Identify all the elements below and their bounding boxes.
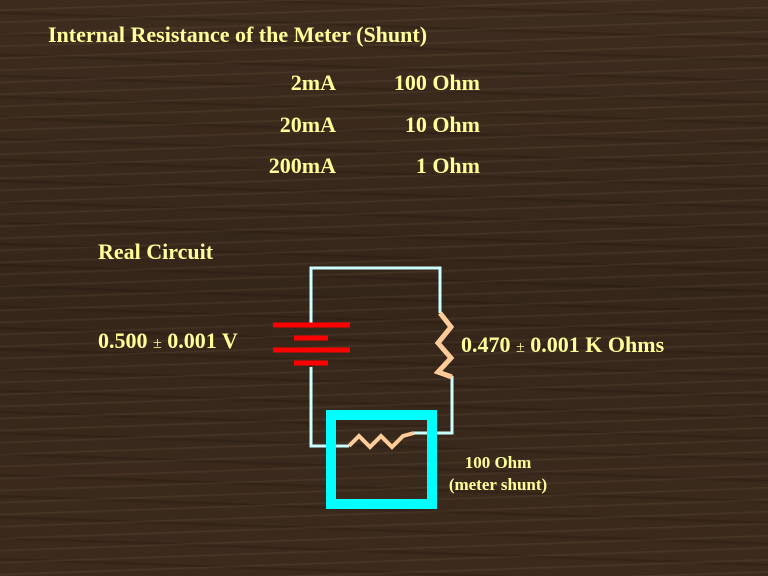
slide-title: Internal Resistance of the Meter (Shunt)	[48, 22, 428, 47]
shunt-resistor-icon	[347, 431, 415, 450]
shunt-description: (meter shunt)	[448, 475, 548, 494]
range-current: 20mA	[279, 112, 336, 137]
battery-icon	[273, 322, 350, 366]
plus-minus: ±	[516, 339, 525, 356]
wire-top	[309, 266, 442, 323]
resistor-icon	[433, 311, 455, 380]
range-current: 2mA	[290, 70, 336, 95]
battery-label: 0.500 ± 0.001 V	[98, 328, 238, 354]
shunt-value: 100 Ohm	[464, 453, 532, 472]
wires	[309, 266, 454, 448]
range-resistance: 100 Ohm	[393, 70, 480, 95]
wire-right-bottom	[414, 376, 454, 435]
circuit-heading: Real Circuit	[98, 239, 214, 264]
range-resistance: 10 Ohm	[404, 112, 480, 137]
range-current: 200mA	[268, 153, 336, 178]
battery-value: 0.500	[98, 328, 148, 353]
wire-left-bottom	[309, 367, 349, 448]
shunt-label: 100 Ohm (meter shunt)	[440, 452, 556, 496]
resistor-value: 0.470	[461, 332, 511, 357]
battery-uncertainty: 0.001 V	[167, 328, 238, 353]
plus-minus: ±	[153, 335, 162, 352]
resistor-label: 0.470 ± 0.001 K Ohms	[461, 332, 664, 358]
resistor-uncertainty: 0.001 K Ohms	[530, 332, 665, 357]
range-resistance: 1 Ohm	[415, 153, 480, 178]
meter-box	[326, 410, 437, 509]
